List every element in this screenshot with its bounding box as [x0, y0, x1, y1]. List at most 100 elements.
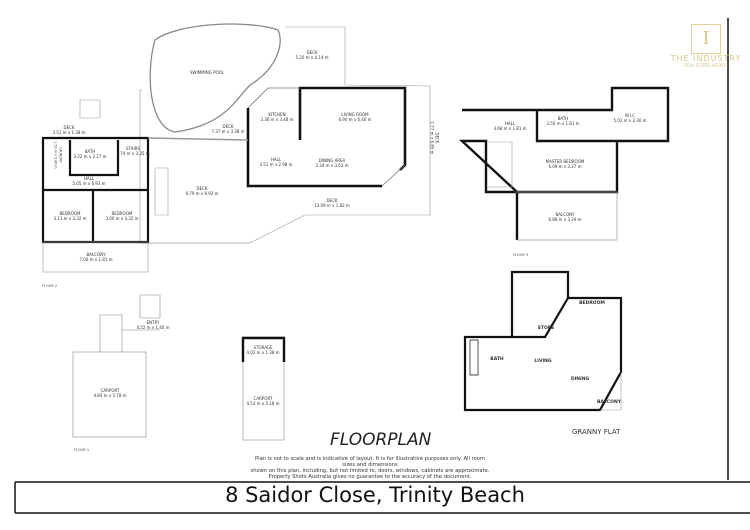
room-name: DECK	[196, 186, 208, 191]
room-name: SWIMMING POOL	[189, 70, 225, 75]
room-dims: 1.74 m x 3.35 m	[116, 151, 150, 156]
room-dims: 5.20 m x 4.14 m	[295, 55, 329, 60]
logo-name: THE INDUSTRY	[670, 54, 742, 63]
room-dims: 3.50 m x 1.81 m	[546, 121, 580, 126]
floor-1-label: FLOOR 1	[74, 448, 90, 452]
room-name: ENTRY	[146, 320, 160, 325]
room-name: DECK	[63, 125, 75, 130]
floor-3-label: FLOOR 3	[513, 253, 529, 257]
room-dims: 5.02 m x 2.30 m	[613, 118, 647, 123]
room-dims: 3.11 m x 3.32 m	[53, 216, 87, 221]
room-dims: 5.05 m x 6.93 m	[72, 181, 106, 186]
agency-logo: I THE INDUSTRY REAL ESTATE AGENTS	[666, 24, 746, 68]
room-name: STORE	[537, 326, 555, 331]
room-name: DECK	[326, 198, 338, 203]
room-dims: 1.77 m x 6.85 m	[429, 121, 435, 155]
room-name: BEDROOM	[111, 211, 133, 216]
room-name: HALL	[83, 176, 95, 181]
room-name: STAIRS	[126, 146, 140, 151]
floor-1-plan	[72, 294, 286, 441]
room-label: SWIMMING POOL	[190, 70, 224, 75]
room-dims: 3.36 m x 3.48 m	[260, 117, 294, 122]
room-dims: 6.09 m x 3.27 m	[548, 164, 582, 169]
room-dims: 3.22 m x 2.27 m	[73, 154, 107, 159]
room-name: LAUNDRY	[58, 147, 63, 163]
room-name: BALCONY	[597, 400, 621, 405]
room-name: DECK	[306, 50, 318, 55]
disclaimer-line: Property Shots Australia gives no guaran…	[268, 474, 472, 480]
room-name: DINING	[570, 377, 590, 382]
room-name: LIVING	[534, 359, 552, 364]
room-name: DECK	[222, 124, 234, 129]
room-name: BATH	[490, 357, 504, 362]
property-address: 8 Saidor Close, Trinity Beach	[225, 483, 525, 507]
room-dims: 6.79 m x 6.92 m	[185, 191, 219, 196]
room-name: KITCHEN	[268, 112, 286, 117]
room-dims: 3.51 m x 2.98 m	[259, 162, 293, 167]
room-name: LIVING ROOM	[341, 112, 369, 117]
floor-2-plan	[41, 23, 431, 273]
room-dims: 13.09 m x 1.82 m	[314, 203, 350, 208]
room-name: BATH	[84, 149, 96, 154]
room-name: HALL	[504, 121, 516, 126]
room-dims: 1.53 m x 2.42 m	[53, 141, 58, 169]
room-name: CARPORT	[253, 396, 273, 401]
floorplan-heading: FLOORPLAN	[330, 430, 432, 450]
room-name: BEDROOM	[579, 301, 605, 306]
disclaimer-line: shown on this plan, including, but not l…	[250, 468, 490, 474]
room-dims: 4.84 m x 5.78 m	[93, 393, 127, 398]
room-dims: 3.68 m x 1.81 m	[493, 126, 527, 131]
room-name: DINING AREA	[318, 158, 346, 163]
room-name: DECK	[434, 132, 440, 144]
room-dims: 6.88 m x 3.29 m	[548, 217, 582, 222]
room-dims: 4.52 m x 1.40 m	[136, 325, 170, 330]
disclaimer: Plan is not to scale and is indicative o…	[250, 456, 490, 480]
disclaimer-line: Plan is not to scale and is indicative o…	[255, 456, 485, 468]
granny-flat-label: GRANNY FLAT	[572, 428, 621, 436]
room-name: BEDROOM	[59, 211, 81, 216]
room-name: BALCONY	[86, 252, 106, 257]
logo-sub: REAL ESTATE AGENTS	[684, 63, 728, 68]
granny-flat-plan	[463, 270, 623, 412]
room-dims: 3.51 m x 1.38 m	[52, 130, 86, 135]
floor-2-label: FLOOR 2	[42, 284, 58, 288]
room-dims: 3.00 m x 3.32 m	[105, 216, 139, 221]
room-name: CARPORT	[100, 388, 120, 393]
room-name: HALL	[270, 157, 282, 162]
room-dims: 7.00 m x 1.81 m	[79, 257, 113, 262]
room-dims: 4.02 m x 1.38 m	[246, 350, 280, 355]
room-name: W.I.C	[624, 113, 635, 118]
floor-3-plan	[458, 86, 670, 241]
room-name: STORAGE	[253, 345, 273, 350]
room-dims: 3.34 m x 3.63 m	[315, 163, 349, 168]
room-dims: 4.53 m x 5.18 m	[246, 401, 280, 406]
room-dims: 6.90 m x 6.46 m	[338, 117, 372, 122]
room-dims: 7.37 m x 3.38 m	[211, 129, 245, 134]
